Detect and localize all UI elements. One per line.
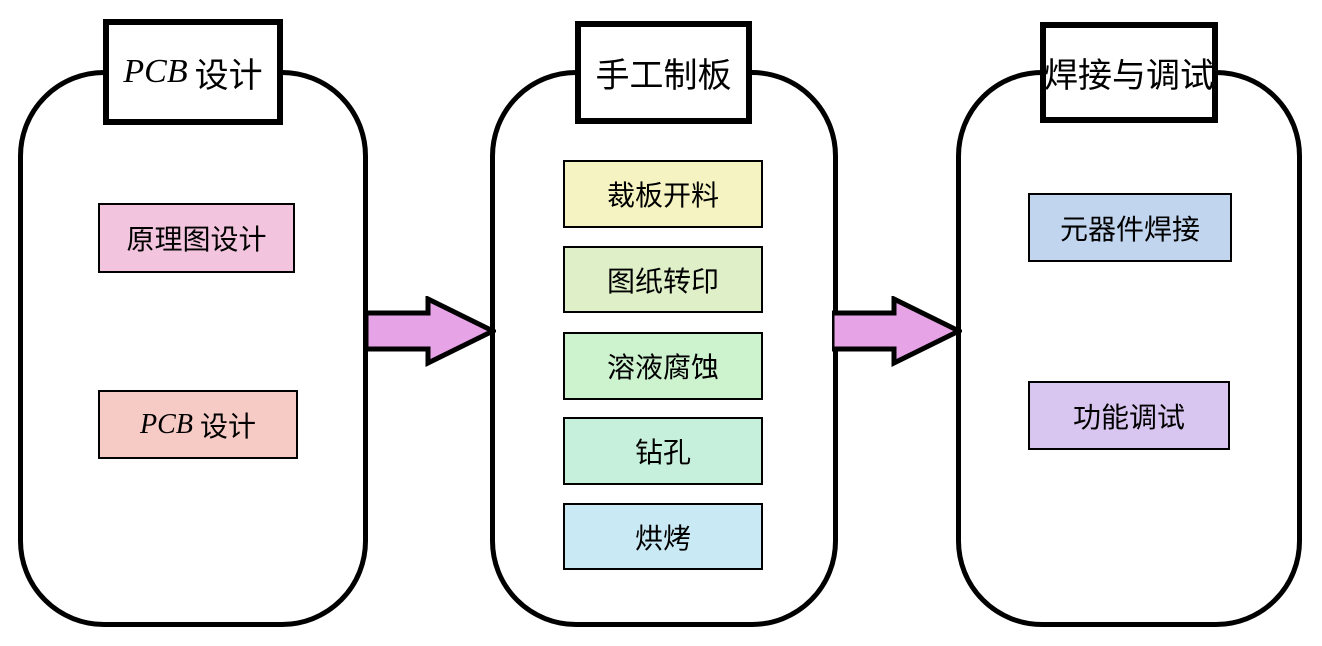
step-box-solution-etching: 溶液腐蚀 [563,332,763,400]
stage-title-text: 设计 [194,57,263,95]
step-label: 溶液腐蚀 [606,353,719,384]
stage-title-text: 焊接与调试 [1044,58,1214,95]
stage-title-manual-board-making: 手工制板 [575,21,752,124]
stage-title-soldering-debugging: 焊接与调试 [1040,22,1218,123]
stage-title-text: 手工制板 [595,58,732,95]
step-label: 图纸转印 [606,266,719,298]
step-box-function-debugging: 功能调试 [1028,381,1230,450]
step-box-board-cutting: 裁板开料 [563,160,763,228]
step-label-latin: PCB [140,408,193,440]
step-label: 钻孔 [634,438,691,469]
stage-pcb-design [18,70,368,627]
step-box-baking: 烘烤 [563,503,763,570]
arrow-shape [832,296,962,368]
stage-soldering-debugging [956,70,1302,627]
arrow-shape [366,296,496,368]
step-label: 烘烤 [634,523,691,555]
step-label: 原理图设计 [126,225,267,256]
step-box-pattern-transfer: 图纸转印 [563,246,763,313]
step-label: 功能调试 [1072,402,1185,434]
flow-arrow-right-icon [366,296,496,368]
flow-arrow-right-icon [832,296,962,368]
step-label: 设计 [199,411,256,443]
step-label: 裁板开料 [606,181,719,212]
step-box-drilling: 钻孔 [563,417,763,485]
stage-title-latin: PCB [123,53,188,90]
step-label: 元器件焊接 [1059,214,1200,246]
step-box-component-soldering: 元器件焊接 [1028,193,1232,262]
step-box-schematic-design: 原理图设计 [98,203,295,273]
